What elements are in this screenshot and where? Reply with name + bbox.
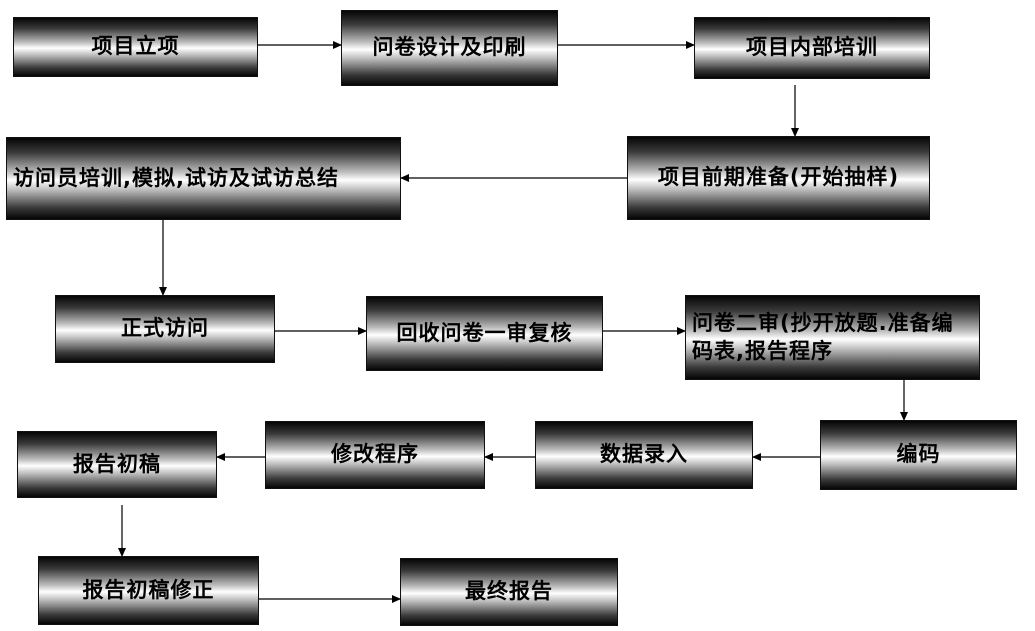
node-second-review: 问卷二审(抄开放题.准备编码表,报告程序	[685, 295, 980, 380]
node-first-review: 回收问卷一审复核	[366, 296, 603, 371]
node-coding: 编码	[820, 420, 1017, 490]
node-project-initiation: 项目立项	[13, 17, 258, 77]
node-formal-interview: 正式访问	[55, 295, 275, 363]
node-questionnaire-design: 问卷设计及印刷	[341, 10, 558, 86]
node-internal-training: 项目内部培训	[694, 17, 930, 79]
node-preparation-sampling: 项目前期准备(开始抽样)	[627, 136, 930, 220]
node-modify-program: 修改程序	[265, 421, 485, 489]
node-report-draft: 报告初稿	[17, 431, 217, 498]
node-report-draft-revision: 报告初稿修正	[38, 556, 259, 625]
node-data-entry: 数据录入	[535, 421, 753, 489]
node-final-report: 最终报告	[400, 558, 618, 626]
node-interviewer-training: 访问员培训,模拟,试访及试访总结	[6, 137, 401, 220]
